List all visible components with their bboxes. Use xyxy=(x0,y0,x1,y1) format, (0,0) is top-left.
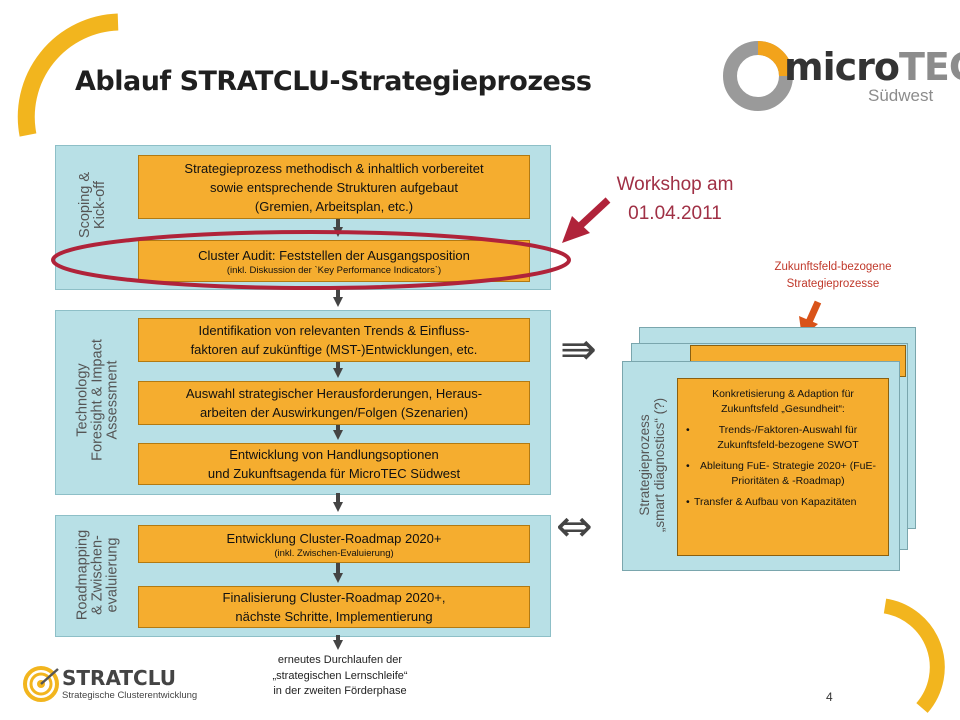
step-text-line: und Zukunftsagenda für MicroTEC Südwest xyxy=(207,466,461,481)
footer-note-line: erneutes Durchlaufen der xyxy=(277,654,403,666)
side-panel-vertical-line: Strategieprozess xyxy=(637,414,652,516)
page-title: Ablauf STRATCLU-Strategieprozess xyxy=(75,66,592,97)
implies-arrow-icon: ⇛ xyxy=(560,324,597,375)
side-panel-vertical-label: Strategieprozess „smart diagnostics“ (?) xyxy=(637,398,667,532)
footer-note-line: in der zweiten Förderphase xyxy=(273,685,407,697)
stratclu-logo: STRATCLU Strategische Clusterentwicklung xyxy=(22,665,222,705)
step-text-line: Entwicklung von Handlungsoptionen xyxy=(229,447,439,462)
footer-note: erneutes Durchlaufen der „strategischen … xyxy=(230,653,450,700)
step-text-line: sowie entsprechende Strukturen aufgebaut xyxy=(210,179,458,195)
step-text-line: Finalisierung Cluster-Roadmap 2020+, xyxy=(222,590,446,605)
step-select-challenges: Auswahl strategischer Herausforderungen,… xyxy=(138,381,530,425)
step-text-line: nächste Schritte, Implementierung xyxy=(235,609,433,624)
stratclu-subtitle: Strategische Clusterentwicklung xyxy=(62,690,198,701)
step-text-line: Entwicklung Cluster-Roadmap 2020+ xyxy=(226,530,442,546)
workshop-label-line1: Workshop am xyxy=(616,174,734,195)
step-small-text: (inkl. Zwischen-Evaluierung) xyxy=(274,547,394,559)
side-panel-bullet-list: Trends-/Faktoren-Auswahl für Zukunftsfel… xyxy=(684,423,882,510)
zukunftsfeld-label-line2: Strategieprozesse xyxy=(786,278,880,290)
step-small-text: (inkl. Diskussion der `Key Performance I… xyxy=(226,264,442,276)
equivalent-arrow-icon: ⇔ xyxy=(556,501,593,552)
step-text-line: (Gremien, Arbeitsplan, etc.) xyxy=(254,198,414,214)
workshop-pointer-arrow-icon xyxy=(562,197,611,243)
workshop-label-line2: 01.04.2011 xyxy=(628,203,722,224)
microtec-logo-ring-icon xyxy=(723,41,793,111)
side-panel-vertical-line: „smart diagnostics“ (?) xyxy=(652,397,667,533)
logo-tec-text: TEC xyxy=(899,45,960,89)
workshop-label: Workshop am 01.04.2011 xyxy=(600,170,750,228)
side-panel-bullet: Ableitung FuE- Strategie 2020+ (FuE-Prio… xyxy=(686,459,882,489)
step-action-options: Entwicklung von Handlungsoptionen und Zu… xyxy=(138,443,530,485)
bottom-right-arc-decoration xyxy=(883,598,945,713)
top-left-arc-decoration xyxy=(17,13,119,137)
step-identify-trends: Identifikation von relevanten Trends & E… xyxy=(138,318,530,362)
step-text-line: Identifikation von relevanten Trends & E… xyxy=(198,323,470,338)
side-panel-bullet: Trends-/Faktoren-Auswahl für Zukunftsfel… xyxy=(686,423,882,453)
footer-note-line: „strategischen Lernschleife“ xyxy=(272,669,408,682)
step-roadmap-finalization: Finalisierung Cluster-Roadmap 2020+, näc… xyxy=(138,586,530,628)
step-prepare: Strategieprozess methodisch & inhaltlich… xyxy=(138,155,530,219)
side-panel-content-card: Konkretisierung & Adaption für Zukunftsf… xyxy=(677,378,889,556)
side-panel-bullet: Transfer & Aufbau von Kapazitäten xyxy=(686,495,882,510)
logo-micro-text: micro xyxy=(784,45,900,89)
step-roadmap-development: Entwicklung Cluster-Roadmap 2020+ (inkl.… xyxy=(138,525,530,563)
microtec-logo: microTEC Südwest xyxy=(720,36,960,116)
step-text-line: arbeiten der Auswirkungen/Folgen (Szenar… xyxy=(199,405,469,420)
step-cluster-audit: Cluster Audit: Feststellen der Ausgangsp… xyxy=(138,240,530,282)
zukunftsfeld-label: Zukunftsfeld-bezogene Strategieprozesse xyxy=(748,259,918,293)
stratclu-name: STRATCLU xyxy=(62,666,176,690)
step-text-line: Cluster Audit: Feststellen der Ausgangsp… xyxy=(198,247,470,263)
stratclu-target-icon xyxy=(23,666,59,702)
step-text-line: Auswahl strategischer Herausforderungen,… xyxy=(185,386,483,401)
zukunftsfeld-label-line1: Zukunftsfeld-bezogene xyxy=(774,261,892,273)
side-panel-heading: Konkretisierung & Adaption für Zukunftsf… xyxy=(712,388,854,415)
logo-sub-text: Südwest xyxy=(868,86,934,105)
step-text-line: faktoren auf zukünftige (MST-)Entwicklun… xyxy=(190,342,478,357)
page-number: 4 xyxy=(826,690,833,704)
highlight-ellipse xyxy=(51,230,571,290)
step-text-line: Strategieprozess methodisch & inhaltlich… xyxy=(184,160,484,176)
